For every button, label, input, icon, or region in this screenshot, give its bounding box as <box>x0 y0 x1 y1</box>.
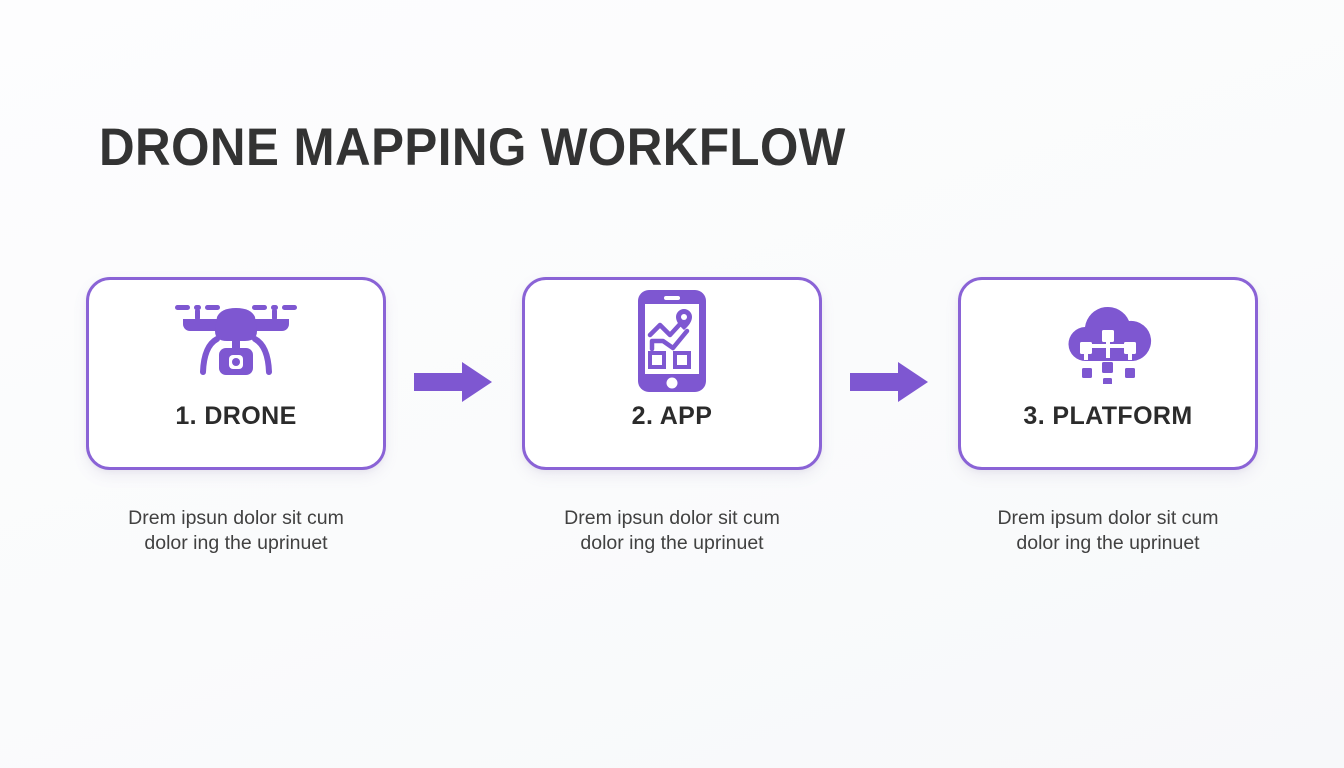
cloud-data-icon <box>961 280 1255 402</box>
workflow-step-drone[interactable]: 1. DRONE Drem ipsun dolor sit cum dolor … <box>86 277 386 556</box>
workflow-step-platform[interactable]: 3. PLATFORM Drem ipsum dolor sit cum dol… <box>958 277 1258 556</box>
workflow-step-app[interactable]: 2. APP Drem ipsun dolor sit cum dolor in… <box>522 277 822 556</box>
mobile-map-app-icon <box>525 280 819 402</box>
workflow-steps: 1. DRONE Drem ipsun dolor sit cum dolor … <box>0 277 1344 577</box>
step-label-platform: 3. PLATFORM <box>1023 402 1193 430</box>
step-caption-platform: Drem ipsum dolor sit cum dolor ing the u… <box>997 507 1219 554</box>
page-title: DRONE MAPPING WORKFLOW <box>99 118 846 177</box>
step-caption-app: Drem ipsun dolor sit cum dolor ing the u… <box>564 507 780 554</box>
step-card-app[interactable]: 2. APP <box>522 277 822 470</box>
step-card-drone[interactable]: 1. DRONE <box>86 277 386 470</box>
drone-icon <box>89 280 383 402</box>
step-label-app: 2. APP <box>631 402 713 430</box>
step-label-drone: 1. DRONE <box>175 402 297 430</box>
arrow-right-icon-1 <box>414 362 492 402</box>
step-card-platform[interactable]: 3. PLATFORM <box>958 277 1258 470</box>
step-caption-drone: Drem ipsun dolor sit cum dolor ing the u… <box>128 507 344 554</box>
arrow-right-icon-2 <box>850 362 928 402</box>
